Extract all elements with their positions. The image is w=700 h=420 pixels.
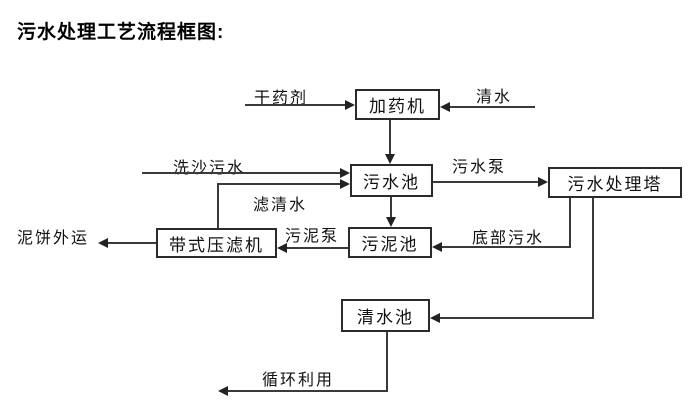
diagram-title: 污水处理工艺流程框图: xyxy=(17,22,225,43)
arrowhead-dosing-down-icon xyxy=(385,154,395,164)
arrowhead-recycling-left-icon xyxy=(218,386,228,396)
edge-label-filtered-clean-water: 滤清水 xyxy=(253,197,308,214)
connector-sewage-pump-line xyxy=(433,181,538,183)
node-belt-filter-press: 带式压滤机 xyxy=(156,228,277,258)
node-dosing-machine: 加药机 xyxy=(355,89,440,120)
arrowhead-tower-to-clean-left-icon xyxy=(430,313,440,323)
arrowhead-mud-cake-left-icon xyxy=(98,238,108,248)
node-sewage-treatment-tower: 污水处理塔 xyxy=(548,167,682,198)
node-clean-water-pool: 清水池 xyxy=(341,299,430,332)
arrowhead-filtered-water-right-icon xyxy=(340,179,350,189)
edge-label-mud-cake-transport: 泥饼外运 xyxy=(17,230,90,247)
connector-tower-to-clean-vertical-line xyxy=(592,198,594,319)
connector-tower-to-clean-horizontal-line xyxy=(440,317,594,319)
edge-label-bottom-sewage: 底部污水 xyxy=(472,230,545,247)
arrowhead-sludge-pump-left-icon xyxy=(277,243,287,253)
edge-label-dry-agent: 干药剂 xyxy=(254,90,309,107)
connector-recycling-horizontal-line xyxy=(228,390,388,392)
arrowhead-sand-wash-right-icon xyxy=(340,168,350,178)
connector-filtered-water-horizontal-line xyxy=(217,183,340,185)
edge-label-sludge-pump: 污泥泵 xyxy=(285,228,340,245)
connector-dosing-to-sewage-line xyxy=(389,120,391,154)
edge-label-sewage-pump: 污水泵 xyxy=(452,159,507,176)
arrowhead-sewage-pump-right-icon xyxy=(538,177,548,187)
connector-sludge-pump-line xyxy=(287,247,348,249)
connector-sewage-to-sludge-line xyxy=(390,197,392,217)
connector-clean-water-line xyxy=(450,106,535,108)
connector-bottom-sewage-horizontal-line xyxy=(442,246,571,248)
arrowhead-clean-water-left-icon xyxy=(440,102,450,112)
node-sludge-pool: 污泥池 xyxy=(348,227,432,258)
edge-label-clean-water: 清水 xyxy=(476,89,513,106)
connector-mud-cake-line xyxy=(108,242,156,244)
node-sewage-pool: 污水池 xyxy=(350,164,433,197)
arrowhead-sewage-to-sludge-down-icon xyxy=(386,217,396,227)
connector-filtered-water-vertical-line xyxy=(217,184,219,228)
edge-label-sand-wash-sewage: 洗沙污水 xyxy=(173,160,246,177)
arrowhead-dry-agent-right-icon xyxy=(345,100,355,110)
edge-label-recycling: 循环利用 xyxy=(262,372,335,389)
connector-dry-agent-line xyxy=(245,104,345,106)
connector-recycling-vertical-line xyxy=(386,332,388,392)
connector-sand-wash-line xyxy=(142,172,340,174)
connector-bottom-sewage-vertical-line xyxy=(569,198,571,248)
arrowhead-bottom-sewage-left-icon xyxy=(432,242,442,252)
